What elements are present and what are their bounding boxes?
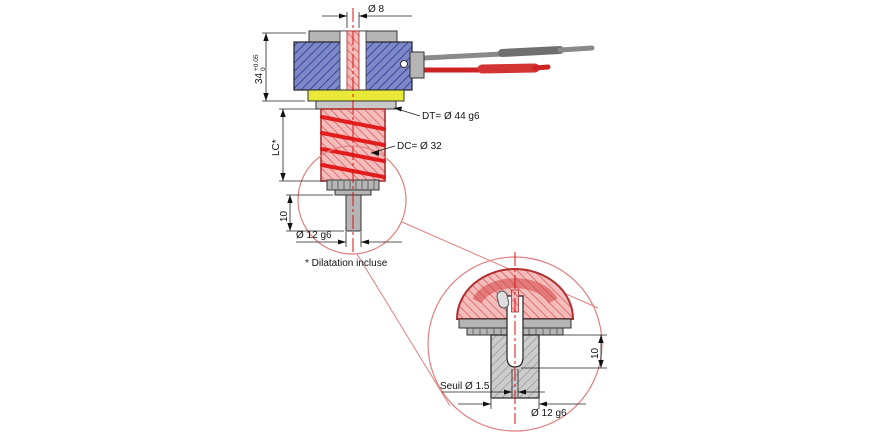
red-wire-sleeve xyxy=(477,63,540,74)
dim34-value: 34 xyxy=(254,72,265,84)
dilatation-note: * Dilatation incluse xyxy=(305,258,388,269)
seuil-label: Seuil Ø 1.5 xyxy=(440,381,490,392)
housing-detail-hole xyxy=(400,60,408,68)
main-view: Ø 8 34 +0.05 0 LC* xyxy=(253,4,599,407)
label-dt: DT= Ø 44 g6 xyxy=(393,106,480,122)
dim34-tol-upper: +0.05 xyxy=(253,54,260,71)
gray-wire-tip xyxy=(557,45,595,53)
red-wire-tip xyxy=(532,64,551,71)
cable-gland xyxy=(409,51,425,79)
thermistor-capsule xyxy=(496,290,510,309)
dim34-tol-lower: 0 xyxy=(260,67,267,71)
dia12-detail-label: Ø 12 g6 xyxy=(531,408,567,419)
yellow-ring xyxy=(307,89,405,102)
dim10-detail-label: 10 xyxy=(590,347,601,359)
gray-wire-sleeve xyxy=(498,46,564,57)
dim-10-detail: 10 xyxy=(521,334,607,369)
detail-leader-lower xyxy=(356,253,451,407)
dt-label: DT= Ø 44 g6 xyxy=(422,111,480,122)
dim-dia12-main: Ø 12 g6 xyxy=(296,230,402,247)
detail-reference-circle xyxy=(297,145,407,255)
dia12-main-label: Ø 12 g6 xyxy=(296,230,332,241)
label-dc: DC= Ø 32 xyxy=(370,141,442,156)
dim-dia12-detail: Ø 12 g6 xyxy=(458,399,586,419)
dim-lc: LC* xyxy=(271,108,324,182)
dim10-main-label: 10 xyxy=(279,210,290,222)
dim-10-main: 10 xyxy=(279,194,344,232)
dc-label: DC= Ø 32 xyxy=(397,141,442,152)
wires xyxy=(421,45,595,74)
detail-view: 10 Seuil Ø 1.5 Ø 12 g6 xyxy=(427,252,607,432)
transition-ring xyxy=(315,100,397,110)
dim-34: 34 +0.05 0 xyxy=(253,32,306,102)
dim-seuil: Seuil Ø 1.5 xyxy=(440,369,545,397)
dim-dia8: Ø 8 xyxy=(322,4,412,28)
dim-lc-label: LC* xyxy=(271,139,282,156)
gray-wire xyxy=(421,51,505,61)
dia8-label: Ø 8 xyxy=(368,4,385,15)
knurl-ticks xyxy=(331,181,375,189)
